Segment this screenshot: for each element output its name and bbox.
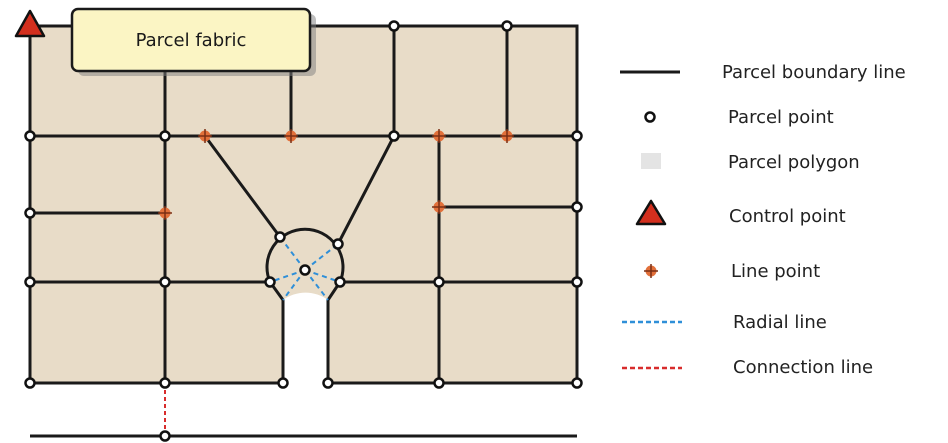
legend-label: Line point: [731, 261, 820, 282]
callout-title: Parcel fabric: [136, 30, 247, 51]
parcel-point-icon: [644, 111, 656, 123]
legend-label: Parcel point: [728, 107, 834, 128]
parcel-points: [24, 20, 583, 442]
parcel-polygons: [30, 26, 577, 383]
legend-item-parcel-polygon: Parcel polygon: [641, 152, 860, 173]
legend-label: Control point: [729, 206, 846, 227]
callout: Parcel fabric: [70, 7, 316, 76]
legend-item-parcel-point: Parcel point: [644, 107, 834, 128]
legend-item-connection-line: Connection line: [622, 357, 873, 378]
legend: Parcel boundary line Parcel point Parcel…: [620, 62, 906, 378]
legend-item-boundary-line: Parcel boundary line: [620, 62, 906, 83]
polygon-swatch-icon: [641, 153, 661, 169]
line-points: [158, 129, 514, 220]
legend-label: Radial line: [733, 312, 827, 333]
legend-item-line-point: Line point: [644, 261, 820, 282]
legend-label: Connection line: [733, 357, 873, 378]
legend-item-control-point: Control point: [635, 199, 846, 227]
legend-label: Parcel polygon: [728, 152, 860, 173]
radial-lines: [269, 236, 341, 301]
triangle-icon: [635, 199, 667, 226]
legend-item-radial-line: Radial line: [622, 312, 827, 333]
legend-label: Parcel boundary line: [722, 62, 906, 83]
line-point-icon: [644, 264, 658, 278]
control-point: [14, 9, 46, 38]
